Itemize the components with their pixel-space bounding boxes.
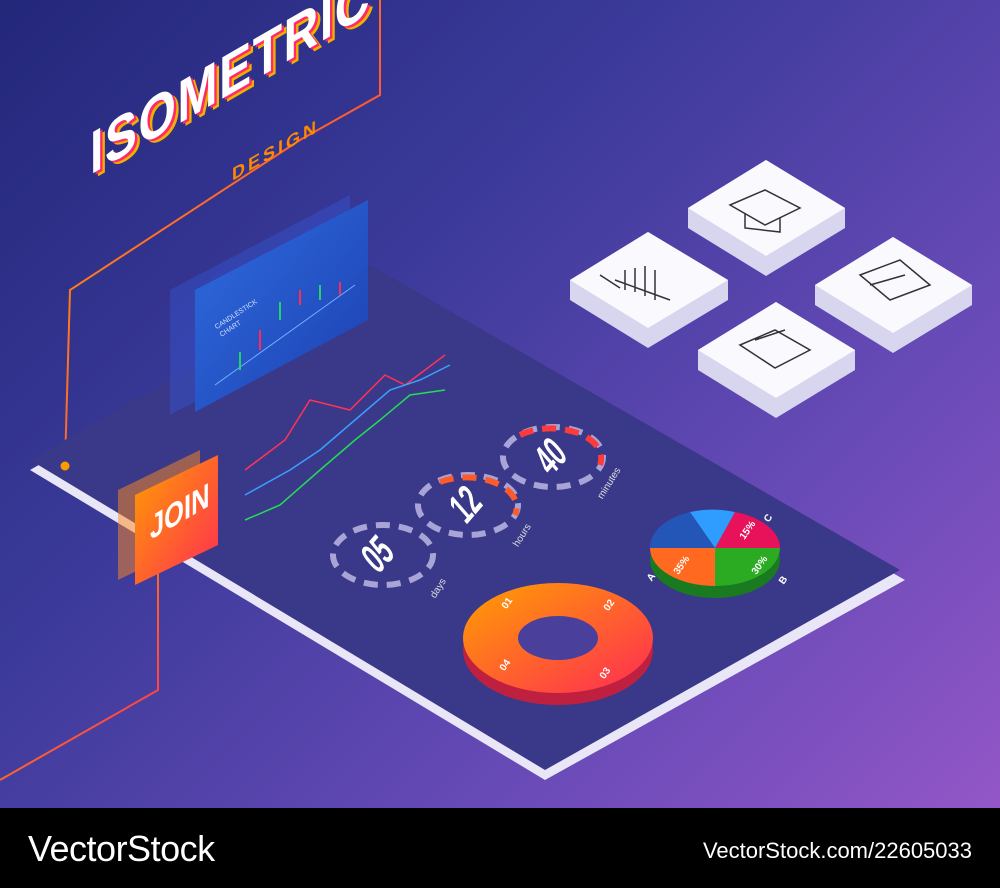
chart-bars-icon <box>599 266 671 301</box>
platform <box>30 265 900 770</box>
join-button <box>135 455 218 585</box>
graduation-cap-icon <box>728 189 802 233</box>
footer-brand: VectorStock <box>28 828 215 869</box>
pie-slice-35 <box>650 548 715 586</box>
pie-slice-navy <box>649 512 715 548</box>
orange-guide-line <box>64 0 381 466</box>
pie-slice-30 <box>715 548 780 586</box>
pie-slice-15 <box>715 512 780 548</box>
candlestick-card <box>195 200 368 412</box>
line-series-blue <box>244 364 451 496</box>
timer-progress-hours <box>438 474 520 517</box>
anchor-dot <box>57 458 73 474</box>
line-series-green <box>244 389 446 521</box>
scene <box>0 0 972 781</box>
orange-guide-line-2 <box>0 570 159 781</box>
signed-document-icon <box>858 259 932 301</box>
donut-hole <box>518 616 598 660</box>
typewriter-icon <box>738 329 812 369</box>
timer-ring-days <box>330 522 436 588</box>
footer-bar: VectorStock VectorStock.com/22605033 <box>0 808 1000 888</box>
candlesticks <box>214 282 356 386</box>
pie-slice-blue <box>690 509 735 548</box>
icon-tiles <box>570 160 972 418</box>
timer-progress-minutes <box>518 425 605 467</box>
footer-stock-id: VectorStock.com/22605033 <box>702 838 972 863</box>
